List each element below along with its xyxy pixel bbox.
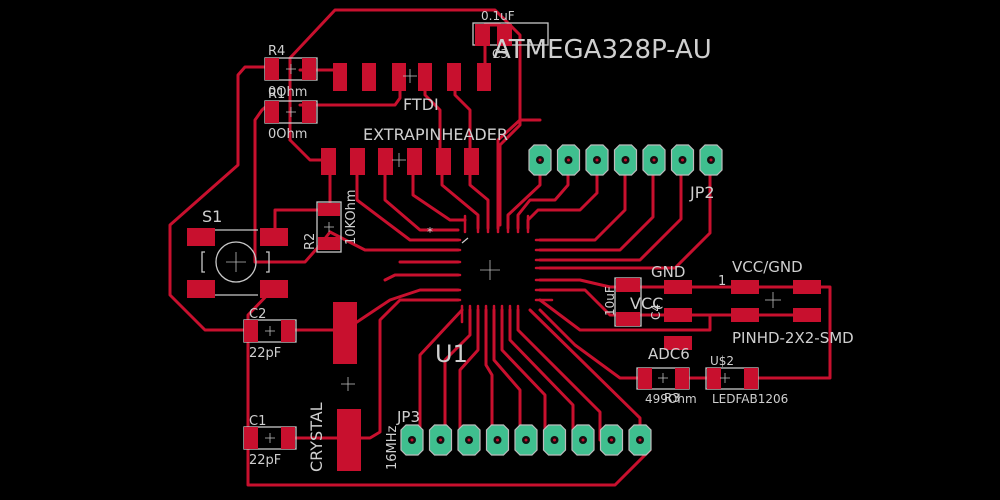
drill-center [538,158,542,162]
c1-value-label: 22pF [249,453,281,468]
drill-center [496,438,499,442]
c4-value-label: 10uF [603,286,617,316]
drill-center [439,438,442,442]
jp2-pin[interactable] [670,144,695,176]
silkscreen-labels: ATMEGA328P-AU 0.1uF C3 R4 0Ohm R1 0Ohm F… [202,9,854,472]
drill-center [581,438,585,442]
jp2-pin[interactable] [699,144,723,176]
s1-switch[interactable] [187,228,288,298]
drill-center [524,438,528,442]
drill-center [652,158,656,162]
c4-capacitor[interactable] [614,277,642,327]
jp2-header[interactable] [528,144,723,176]
c2-capacitor[interactable] [243,319,297,343]
ftdi-header-pads[interactable] [333,63,491,91]
r4-label: R4 [268,44,285,59]
crystal[interactable] [333,302,361,471]
r1-value-label: 0Ohm [268,127,307,142]
jp2-pin[interactable] [642,144,666,176]
r2-label: R2 [303,233,318,250]
c4-name-label: C4 [649,304,663,320]
r3-label: R3 [664,391,680,405]
origin-marks [265,64,781,443]
drill-center [709,158,713,162]
jp3-pin[interactable] [542,424,567,456]
c3-value-label: 0.1uF [481,9,515,23]
jp3-pin[interactable] [457,424,481,456]
u1-label: U1 [435,340,468,368]
c1-capacitor[interactable] [243,426,297,450]
jp3-pin[interactable] [428,424,453,456]
r3-value-label: 499Ohm [645,392,697,406]
vcc-label: VCC [630,294,663,313]
pinhd-label: PINHD-2X2-SMD [732,329,854,347]
r2-resistor[interactable] [316,201,342,253]
s1-label: S1 [202,207,222,226]
jp3-label: JP3 [396,408,420,426]
extra-pin-header-pads[interactable] [321,148,479,175]
jp2-pin[interactable] [556,144,581,176]
r1-resistor[interactable] [264,100,318,124]
led-label: LEDFAB1206 [712,392,788,406]
drill-center [410,438,414,442]
r4-value-label: 0Ohm [268,85,307,100]
gnd-label: GND [651,263,685,281]
crystal-value-label: 16MHz [385,425,400,470]
jp3-pin[interactable] [599,424,624,456]
drill-center [681,158,684,162]
drill-center [624,158,627,162]
c3-name-label: C3 [492,47,508,61]
drill-center [638,438,642,442]
c1-label: C1 [249,414,266,429]
r1-label: R1 [268,87,285,102]
r4-resistor[interactable] [264,57,318,81]
c2-label: C2 [249,307,266,322]
adc6-label: ADC6 [648,345,690,363]
drill-center [553,438,556,442]
atmega-label: ATMEGA328P-AU [493,35,712,65]
copper-traces [168,8,832,487]
vcc-gnd-label: VCC/GND [732,258,803,276]
ftdi-label: FTDI [403,95,439,114]
jp3-header[interactable] [400,424,652,456]
pin1-marker: * [427,225,433,239]
jp3-pin[interactable] [485,424,510,456]
jp3-pin[interactable] [628,424,652,456]
drill-center [595,158,599,162]
crystal-label: CRYSTAL [307,402,326,472]
jp3-pin[interactable] [514,424,538,456]
led-u2[interactable] [705,367,759,390]
jp2-pin[interactable] [528,144,552,176]
extra-pinheader-label: EXTRAPINHEADER [363,125,508,144]
jp2-pin[interactable] [585,144,609,176]
r3-resistor[interactable] [636,367,690,390]
c3-capacitor[interactable] [472,22,549,46]
c2-value-label: 22pF [249,346,281,361]
pin1-number-label: 1 [718,274,726,289]
us2-label: U$2 [710,354,734,368]
drill-center [610,438,613,442]
drill-center [567,158,570,162]
vcc-gnd-header-pads[interactable] [664,280,821,350]
jp2-pin[interactable] [613,144,638,176]
jp3-pin[interactable] [400,424,424,456]
jp3-pin[interactable] [571,424,595,456]
r2-value-label: 10KOhm [344,190,359,246]
u1-chip-pins [443,214,554,324]
drill-center [467,438,471,442]
jp2-label: JP2 [689,183,715,202]
